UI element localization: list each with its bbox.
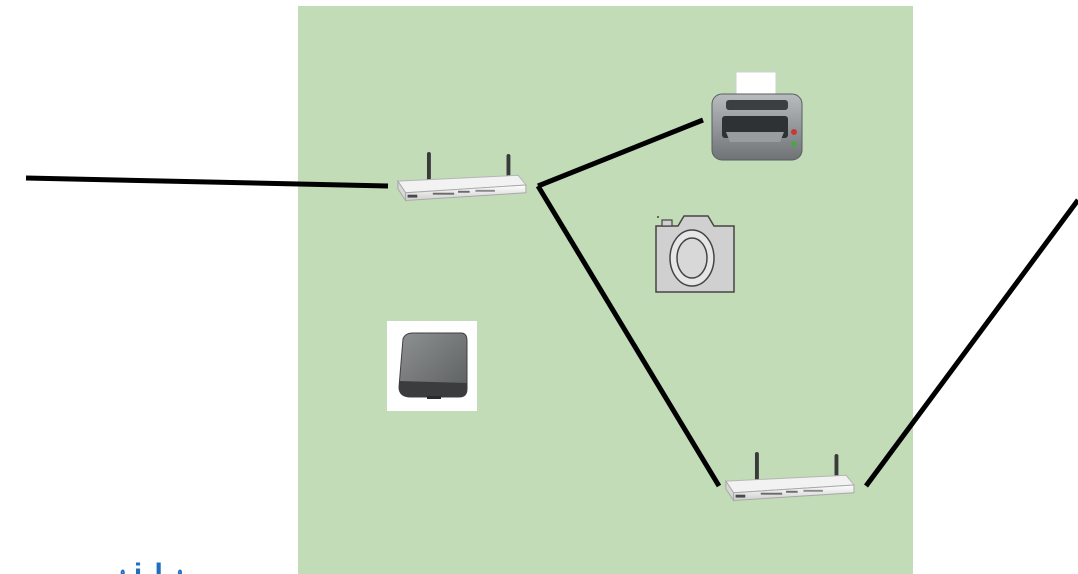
camera-icon bbox=[655, 215, 735, 293]
link-lower-router-to-external bbox=[863, 198, 1078, 488]
flatbed-scanner-icon bbox=[387, 321, 477, 411]
printer-icon bbox=[711, 71, 803, 161]
link-external-to-upper-router bbox=[25, 175, 389, 189]
partial-caption-text: ۥ i l ۥ bbox=[118, 560, 183, 574]
link-upper-router-to-lower-router bbox=[535, 184, 722, 488]
link-upper-router-to-printer bbox=[537, 117, 704, 189]
